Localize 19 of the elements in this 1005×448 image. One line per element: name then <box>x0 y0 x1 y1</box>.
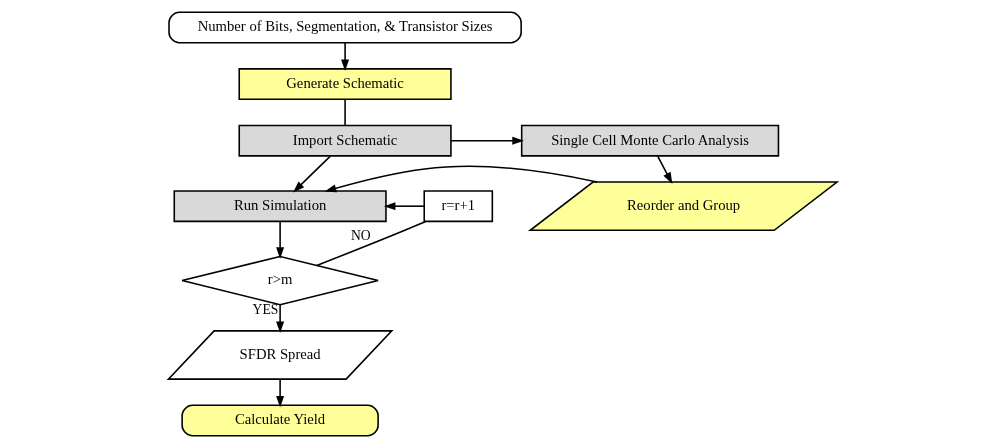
arrow <box>276 304 285 334</box>
arrow <box>324 165 598 193</box>
arrow <box>450 136 524 145</box>
node-box: Number of Bits, Segmentation, & Transistor Sizes <box>168 11 522 44</box>
edge-label: NO <box>350 228 371 244</box>
node-box: r=r+1 <box>423 190 494 223</box>
node-box: Single Cell Monte Carlo Analysis <box>520 124 780 157</box>
arrow <box>276 220 285 259</box>
node-box: Import Schematic <box>238 124 452 157</box>
arrow <box>293 155 332 193</box>
connector <box>344 98 346 126</box>
arrow <box>383 202 425 211</box>
connector <box>316 220 427 267</box>
node-box: Calculate Yield <box>181 404 379 437</box>
node-box: Generate Schematic <box>238 68 452 101</box>
arrow <box>656 155 673 184</box>
node-box: Run Simulation <box>173 190 387 223</box>
arrow <box>341 42 350 71</box>
arrow <box>276 378 285 408</box>
